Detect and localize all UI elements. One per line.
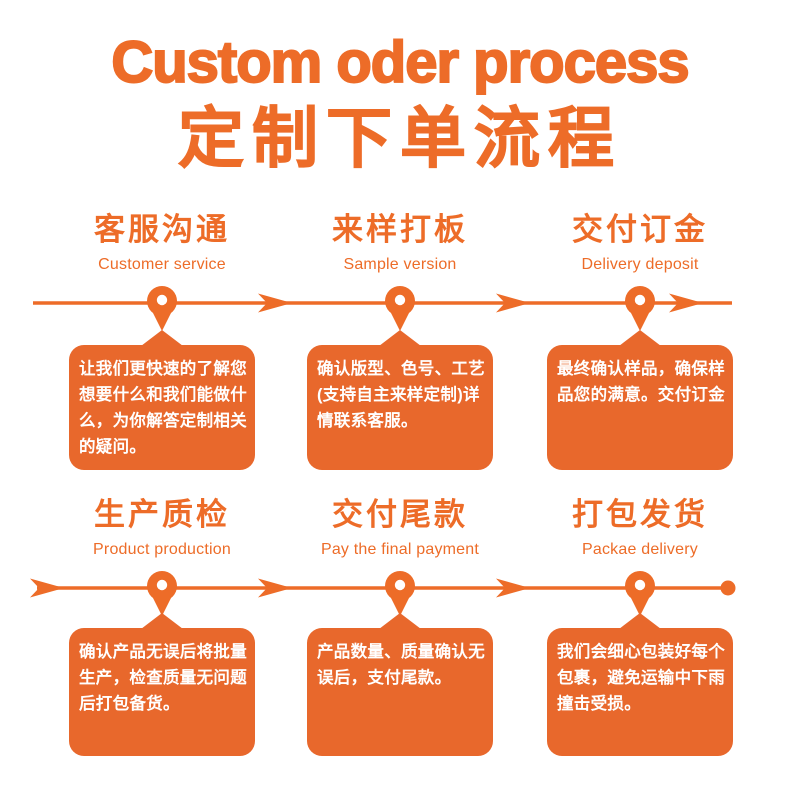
step-header-delivery-deposit: 交付订金 Delivery deposit	[520, 212, 760, 275]
bubble-pointer-icon	[619, 613, 661, 629]
step-title-en: Packae delivery	[582, 541, 698, 558]
map-pin-icon	[625, 571, 655, 616]
bubble-pointer-icon	[141, 330, 183, 346]
bubble-text: 确认产品无误后将批量生产，检查质量无问题后打包备货。	[79, 643, 247, 713]
step-title-zh: 交付订金	[572, 212, 708, 247]
bubble-pointer-icon	[379, 330, 421, 346]
bubble-pointer-icon	[619, 330, 661, 346]
step-header-package-delivery: 打包发货 Packae delivery	[520, 497, 760, 560]
speech-bubble-final-payment: 产品数量、质量确认无误后，支付尾款。	[307, 613, 493, 756]
bubble-text: 我们会细心包装好每个包裹，避免运输中下雨撞击受损。	[557, 643, 725, 713]
step-header-product-production: 生产质检 Product production	[42, 497, 282, 560]
speech-bubble-delivery-deposit: 最终确认样品，确保样品您的满意。交付订金	[547, 330, 733, 470]
step-title-zh: 生产质检	[94, 497, 230, 532]
step-header-customer-service: 客服沟通 Customer service	[42, 212, 282, 275]
map-pin-icon	[625, 286, 655, 331]
step-header-sample-version: 来样打板 Sample version	[280, 212, 520, 275]
arrow-right-icon	[669, 293, 703, 313]
step-title-en: Sample version	[343, 256, 457, 273]
page-title-chinese: 定制下单流程	[178, 103, 622, 177]
arrow-right-icon	[496, 578, 530, 598]
step-title-zh: 客服沟通	[94, 212, 230, 247]
arrow-right-icon	[496, 293, 530, 313]
bubble-pointer-icon	[141, 613, 183, 629]
step-title-en: Customer service	[98, 256, 226, 273]
speech-bubble-package-delivery: 我们会细心包装好每个包裹，避免运输中下雨撞击受损。	[547, 613, 733, 756]
step-title-zh: 来样打板	[332, 212, 468, 247]
speech-bubble-sample-version: 确认版型、色号、工艺(支持自主来样定制)详情联系客服。	[307, 330, 493, 470]
timeline-row-2	[30, 571, 736, 616]
step-title-zh: 交付尾款	[332, 497, 468, 532]
bubble-text: 确认版型、色号、工艺(支持自主来样定制)详情联系客服。	[317, 360, 485, 430]
step-title-en: Pay the final payment	[320, 541, 480, 558]
arrow-right-icon	[258, 578, 292, 598]
step-title-en: Delivery deposit	[581, 256, 699, 273]
map-pin-icon	[385, 286, 415, 331]
bubble-text: 让我们更快速的了解您想要什么和我们能做什么，为你解答定制相关的疑问。	[79, 360, 247, 456]
step-title-en: Product production	[93, 541, 231, 558]
speech-bubble-product-production: 确认产品无误后将批量生产，检查质量无问题后打包备货。	[69, 613, 255, 756]
step-title-zh: 打包发货	[572, 497, 708, 532]
end-dot-icon	[720, 580, 736, 596]
bubble-pointer-icon	[379, 613, 421, 629]
speech-bubble-customer-service: 让我们更快速的了解您想要什么和我们能做什么，为你解答定制相关的疑问。	[69, 330, 255, 470]
map-pin-icon	[147, 286, 177, 331]
map-pin-icon	[147, 571, 177, 616]
arrow-right-icon	[30, 578, 64, 598]
arrow-right-icon	[258, 293, 292, 313]
bubble-text: 产品数量、质量确认无误后，支付尾款。	[317, 643, 485, 687]
page-title-english: Custom oder process	[110, 30, 690, 95]
timeline-row-1	[33, 286, 732, 331]
bubble-text: 最终确认样品，确保样品您的满意。交付订金	[557, 360, 725, 404]
map-pin-icon	[385, 571, 415, 616]
step-header-final-payment: 交付尾款 Pay the final payment	[280, 497, 520, 560]
